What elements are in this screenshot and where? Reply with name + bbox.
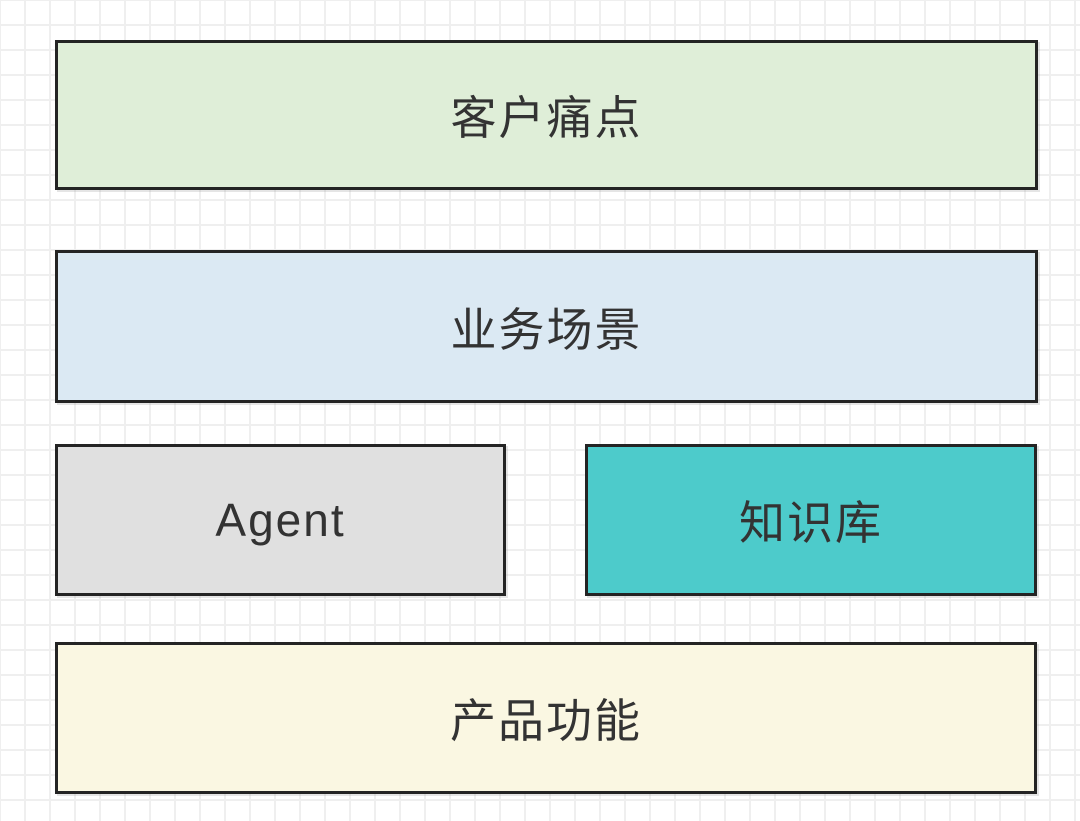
box-agent-label: Agent	[215, 494, 346, 546]
box-product-feature: 产品功能	[55, 642, 1037, 794]
box-agent: Agent	[55, 444, 506, 596]
box-knowledge-base: 知识库	[585, 444, 1037, 596]
box-product-feature-label: 产品功能	[450, 695, 642, 747]
box-business-scenario: 业务场景	[55, 250, 1038, 403]
box-knowledge-base-label: 知识库	[739, 497, 883, 549]
box-customer-pain: 客户痛点	[55, 40, 1038, 190]
box-customer-pain-label: 客户痛点	[450, 92, 643, 144]
box-business-scenario-label: 业务场景	[450, 303, 643, 356]
